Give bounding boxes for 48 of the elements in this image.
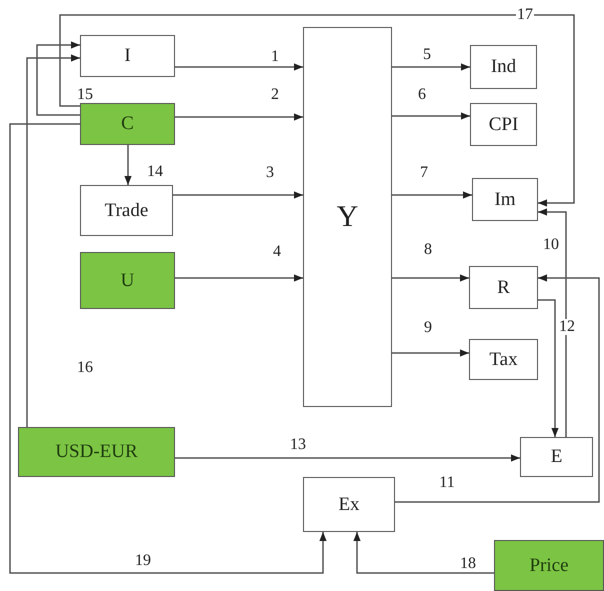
- node-label: Trade: [104, 200, 148, 222]
- node-label: USD-EUR: [55, 441, 138, 463]
- node-label: Im: [494, 188, 516, 210]
- arrow: [36, 41, 80, 116]
- arrow: [353, 532, 494, 574]
- arrow: [175, 113, 303, 121]
- process-box: [303, 27, 392, 407]
- node-label: Ex: [338, 494, 360, 516]
- input-box: [80, 252, 175, 309]
- input-box: [18, 427, 175, 477]
- arrow: [392, 63, 470, 71]
- arrow: [538, 299, 559, 437]
- node-label: CPI: [488, 114, 518, 136]
- process-box: [470, 103, 537, 146]
- arrow: [392, 191, 472, 199]
- node-label: U: [120, 270, 134, 292]
- arrow: [392, 349, 469, 357]
- process-box: [303, 477, 395, 532]
- node-label: I: [124, 45, 131, 67]
- arrow: [9, 123, 327, 574]
- node-label: Y: [336, 200, 358, 234]
- arrow: [173, 191, 303, 199]
- node-label: Price: [529, 554, 569, 576]
- arrow: [124, 145, 132, 185]
- arrow: [392, 274, 469, 282]
- node-label: Tax: [489, 348, 518, 370]
- process-box: [470, 45, 537, 89]
- node-label: E: [550, 446, 562, 468]
- arrow: [175, 63, 303, 71]
- arrow: [175, 454, 520, 462]
- input-box: [80, 103, 175, 145]
- process-box: [469, 266, 538, 309]
- process-box: [520, 437, 593, 477]
- node-label: C: [121, 113, 134, 135]
- process-box: [80, 185, 173, 236]
- arrow: [395, 274, 600, 503]
- edge-label: 12: [558, 319, 576, 335]
- node-label: R: [497, 276, 510, 298]
- arrow: [59, 14, 575, 207]
- arrow: [392, 112, 470, 120]
- process-box: [472, 178, 538, 221]
- process-box: [80, 35, 175, 77]
- node-label: Ind: [490, 56, 516, 78]
- process-box: [469, 339, 538, 380]
- input-box: [494, 540, 604, 591]
- arrow: [175, 274, 303, 282]
- arrow: [26, 54, 80, 427]
- arrow: [538, 208, 567, 437]
